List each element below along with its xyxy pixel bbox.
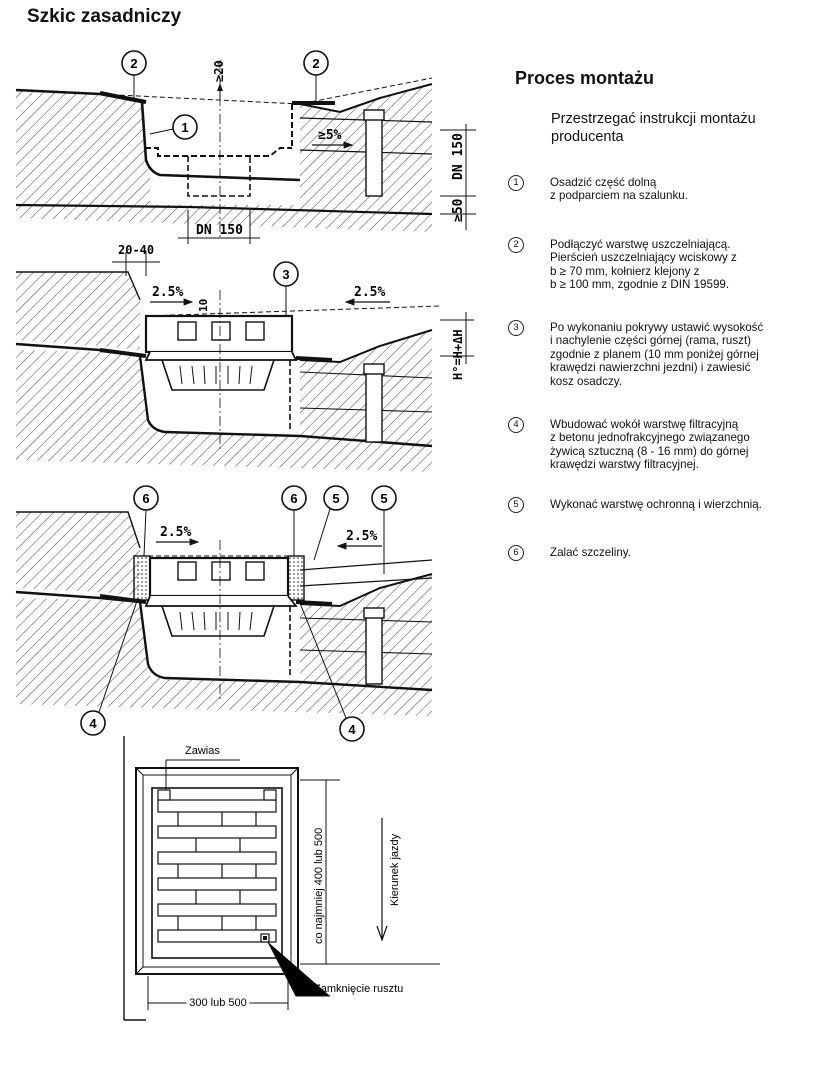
length-label: co najmniej 400 lub 500 [313, 828, 325, 944]
dim-50-label: ≥50 [451, 198, 466, 222]
step-number: 3 [508, 320, 524, 336]
step-number: 4 [508, 417, 524, 433]
step-number: 1 [508, 175, 524, 191]
slope-label-1: ≥5% [318, 128, 342, 143]
dn-bottom-label: DN 150 [196, 223, 243, 238]
direction-label: Kierunek jazdy [389, 833, 401, 906]
plan-view: Zawias Zamknięcie rusztu 300 lub 500 co … [123, 736, 440, 1021]
callout-3: 3 [273, 261, 299, 316]
svg-text:6: 6 [142, 491, 149, 506]
svg-text:5: 5 [332, 491, 339, 506]
technical-drawing: ≥20 ≥5% DN 150 ≥50 DN 150 2 2 [15, 50, 476, 1021]
svg-text:3: 3 [282, 267, 289, 282]
step-text: Podłączyć warstwę uszczelniającą. Pierśc… [550, 238, 737, 292]
step-number: 5 [508, 497, 524, 513]
dim-top-label: ≥20 [212, 60, 226, 82]
dn-pipe-label: DN 150 [451, 133, 466, 180]
dim-10-label: 10 [197, 299, 210, 312]
callout-4-right: 4 [297, 597, 365, 742]
step-text: Wbudować wokół warstwę filtracyjną z bet… [550, 418, 750, 472]
step-text: Zalać szczeliny. [550, 546, 631, 559]
height-formula-label: H°=H+ΔH [451, 329, 465, 380]
process-heading: Proces montażu [515, 68, 655, 88]
slope-right-label-2: 2.5% [354, 285, 385, 300]
svg-text:2: 2 [312, 56, 319, 71]
svg-text:4: 4 [89, 716, 97, 731]
process-intro: Przestrzegać instrukcji montażu producen… [551, 111, 756, 145]
svg-text:2: 2 [130, 56, 137, 71]
gap-dim-label: 20-40 [118, 243, 154, 257]
section-2-top-part: 20-40 2.5% 2.5% 10 H°=H+ΔH 3 [15, 243, 474, 472]
lock-label: Zamknięcie rusztu [314, 983, 403, 995]
page-title: Szkic zasadniczy [27, 6, 182, 27]
slope-left-label-3: 2.5% [160, 525, 191, 540]
hinge-label: Zawias [185, 745, 220, 757]
width-label: 300 lub 500 [189, 997, 247, 1009]
callout-4-left: 4 [80, 597, 139, 736]
step-text: Wykonać warstwę ochronną i wierzchnią. [550, 498, 762, 511]
svg-text:4: 4 [348, 722, 356, 737]
step-number: 6 [508, 545, 524, 561]
step-text: Po wykonaniu pokrywy ustawić wysokość i … [550, 321, 764, 388]
callout-5-right: 5 [371, 485, 397, 574]
slope-right-label-3: 2.5% [346, 529, 377, 544]
svg-text:5: 5 [380, 491, 387, 506]
callout-6-right: 6 [281, 485, 307, 556]
callout-2-right: 2 [303, 50, 329, 100]
svg-text:1: 1 [181, 120, 188, 135]
svg-text:6: 6 [290, 491, 297, 506]
step-text: Osadzić część dolną z podparciem na szal… [550, 176, 688, 203]
callout-2-left: 2 [121, 50, 147, 98]
callout-5-left: 5 [313, 485, 349, 561]
callout-1: 1 [149, 114, 198, 140]
step-number: 2 [508, 237, 524, 253]
section-1-bottom-part: ≥20 ≥5% DN 150 ≥50 DN 150 2 2 [15, 50, 476, 244]
callout-6-left: 6 [133, 485, 159, 557]
slope-left-label-2: 2.5% [152, 285, 183, 300]
section-3-finished: 2.5% 2.5% 6 6 5 5 [15, 485, 433, 742]
